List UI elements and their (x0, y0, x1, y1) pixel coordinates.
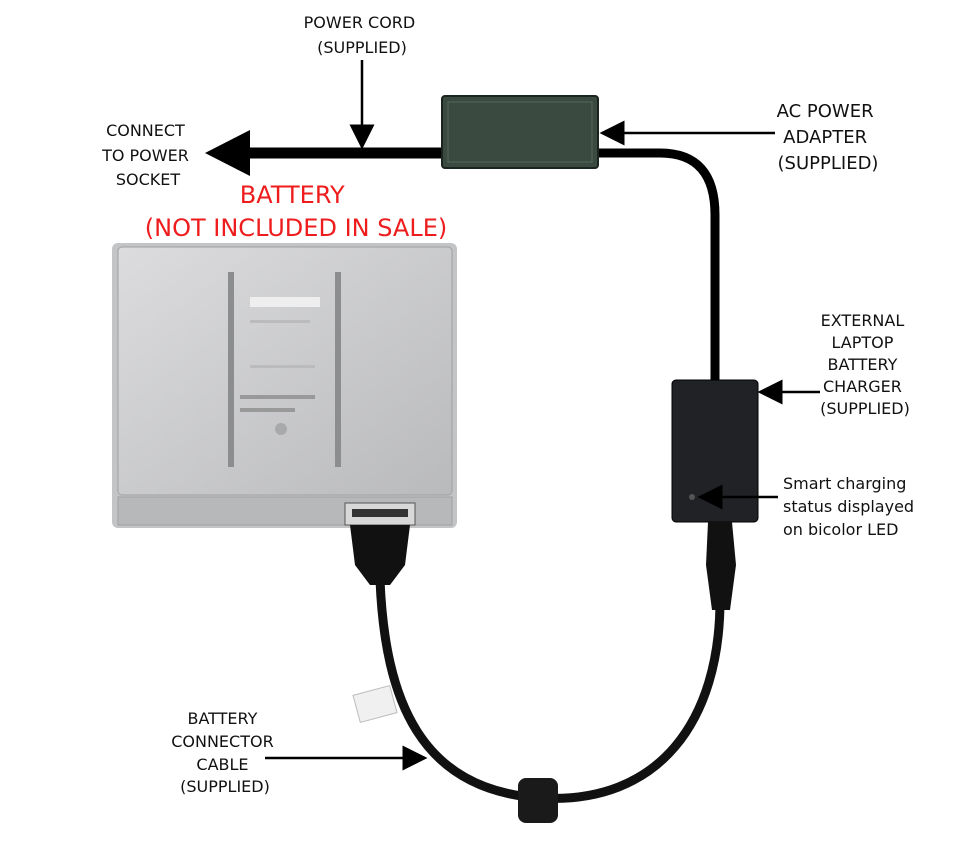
laptop-battery (112, 243, 457, 528)
charger-label: EXTERNAL LAPTOP BATTERY CHARGER (SUPPLIE… (820, 311, 910, 418)
connect-socket-label: CONNECT TO POWER SOCKET (101, 121, 194, 189)
cable-label: BATTERY CONNECTOR CABLE (SUPPLIED) (171, 709, 279, 796)
cable-tag (352, 684, 398, 724)
charger-plug (706, 522, 736, 610)
led-label: Smart charging status displayed on bicol… (783, 474, 919, 539)
ac-power-adapter (441, 95, 599, 169)
external-battery-charger (671, 379, 759, 523)
power-cord-label: POWER CORD (SUPPLIED) (304, 13, 421, 57)
battery-connector-cable (375, 579, 725, 803)
battery-warning-label: BATTERY (NOT INCLUDED IN SALE) (145, 181, 447, 242)
bicolor-led (689, 494, 695, 500)
socket-arrow-icon (205, 130, 250, 176)
cable-strap (518, 778, 558, 823)
battery-plug (350, 525, 410, 585)
ac-cable (598, 148, 720, 382)
ac-adapter-label: AC POWER ADAPTER (SUPPLIED) (777, 101, 880, 174)
